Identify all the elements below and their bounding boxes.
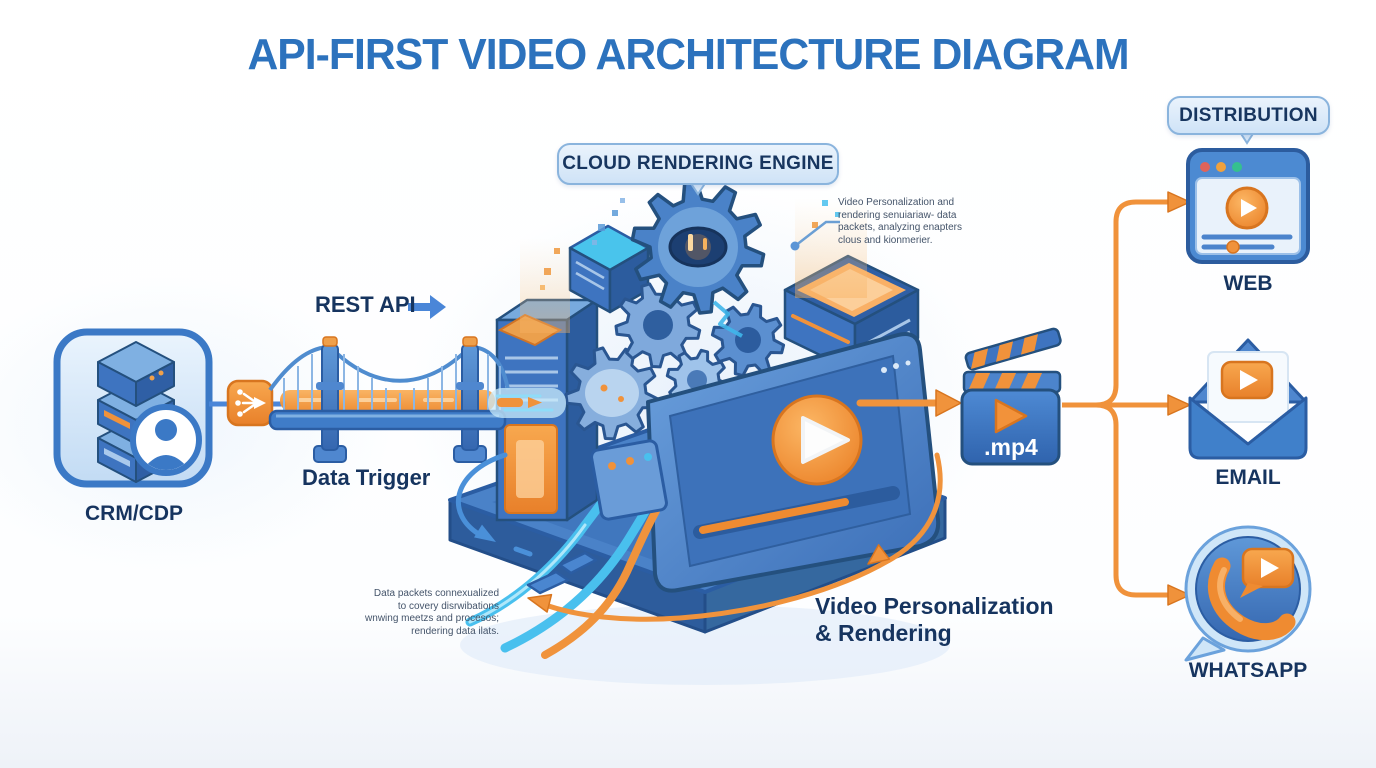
engine-annotation-line: packets, analyzing enapters [838,222,962,233]
data-annotation-line: Data packets connexualized [373,588,499,599]
engine-note-leader [790,220,840,251]
floating-pixels [540,198,840,290]
data-annotation-line: wnwing meetzs and procesos; [365,613,499,624]
cable-junction [465,439,668,659]
mp4-play-icon [994,398,1028,434]
bridge-icon [268,336,510,463]
engine-annotation-line: clous and kionmerier. [838,234,933,246]
page-title: API-FIRST VIDEO ARCHITECTURE DIAGRAM [247,30,1129,79]
distribution-fanout-arrows [1062,191,1191,606]
trigger-connector [209,379,286,427]
email-label: EMAIL [1215,466,1281,489]
flow-caption: Video Personalization & Rendering [815,593,1054,647]
cloud-rendering-engine-label: CLOUD RENDERING ENGINE [562,153,834,174]
data-annotation: Data packets connexualized to covery dis… [339,588,499,638]
data-annotation-line: to covery disrwibations [397,600,499,612]
cloud-rendering-engine-bubble: CLOUD RENDERING ENGINE [557,143,839,185]
blue-feedback-arrow [455,452,533,557]
crm-cdp-label: CRM/CDP [85,502,183,525]
engine-annotation: Video Personalization and rendering senu… [838,197,998,247]
video-screen-unit [646,332,941,593]
server-cube-cyan [568,224,650,314]
distribution-label: DISTRIBUTION [1179,104,1318,126]
data-stream [488,388,566,418]
gear-big-top [630,179,766,315]
mp4-label: .mp4 [984,434,1038,460]
rest-api-arrow-icon [408,295,446,319]
fanout-icon [235,389,266,417]
engine-to-mp4-arrow [856,389,962,417]
glow-column-right [795,198,867,298]
rest-api-label: REST API [315,292,416,317]
data-trigger-label: Data Trigger [302,465,431,490]
web-label: WEB [1223,272,1273,295]
data-annotation-line: rendering data ilats. [411,625,499,637]
distribution-bubble: DISTRIBUTION [1167,96,1330,135]
user-badge-icon [130,404,202,476]
server-tower-left [495,298,599,522]
web-browser-icon [1186,148,1310,264]
personalization-loop-arrow [527,452,943,622]
email-envelope-icon [1188,338,1308,460]
whatsapp-chat-icon [1184,525,1312,662]
energy-zap [712,300,743,338]
engine-annotation-line: Video Personalization and [838,197,955,208]
crm-cdp-icon [53,328,213,488]
rendering-engine-illustration [448,179,947,659]
mp4-clapperboard-icon: .mp4 [960,327,1062,466]
phone-handset-icon [1207,557,1296,641]
flow-caption-line2: & Rendering [815,620,952,646]
engine-annotation-line: rendering senuiariaw- data [838,209,957,221]
whatsapp-label: WHATSAPP [1188,659,1308,682]
flow-caption-line1: Video Personalization [815,593,1054,619]
